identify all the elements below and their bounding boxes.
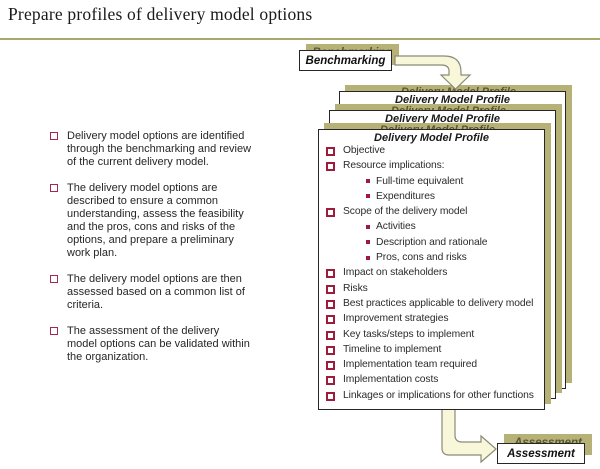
profile-card-item: Risks [319, 283, 544, 298]
hollow-square-bullet-icon [326, 208, 335, 218]
title-divider [0, 38, 600, 40]
profile-card-title: Delivery Model Profile [374, 132, 489, 144]
hollow-square-bullet-icon [326, 330, 335, 340]
left-bullet-3: The delivery model options are then asse… [50, 273, 300, 312]
hollow-square-bullet-icon [326, 162, 335, 172]
hollow-square-bullet-icon [326, 391, 335, 401]
profile-card-item-text: Impact on stakeholders [343, 267, 448, 279]
profile-card-item: Resource implications: [319, 160, 544, 175]
profile-card-item: Objective [319, 145, 544, 160]
hollow-square-bullet-icon [50, 184, 58, 192]
profile-card-item: Linkages or implications for other funct… [319, 390, 544, 405]
profile-card-item: Key tasks/steps to implement [319, 329, 544, 344]
profile-card-item-text: Best practices applicable to delivery mo… [343, 297, 534, 309]
profile-card-item-text: Expenditures [376, 190, 435, 202]
hollow-square-bullet-icon [50, 132, 58, 140]
profile-card-item-text: Key tasks/steps to implement [343, 328, 475, 340]
hollow-square-bullet-icon [50, 275, 58, 283]
hollow-square-bullet-icon [326, 315, 335, 325]
profile-card-item: Timeline to implement [319, 344, 544, 359]
profile-card-item: Implementation costs [319, 374, 544, 389]
small-square-bullet-icon [366, 240, 370, 245]
hollow-square-bullet-icon [326, 147, 335, 156]
profile-card-item-text: Timeline to implement [343, 343, 442, 355]
profile-card-item: Best practices applicable to delivery mo… [319, 298, 544, 313]
left-bullet-text: The assessment of the delivery model opt… [67, 325, 250, 363]
left-bullet-panel: Delivery model options are identified th… [50, 130, 300, 377]
hollow-square-bullet-icon [326, 376, 335, 386]
left-bullet-2: The delivery model options are described… [50, 182, 300, 260]
profile-card-item: Implementation team required [319, 359, 544, 374]
profile-card-item: Improvement strategies [319, 313, 544, 328]
assessment-label: Assessment [507, 447, 575, 460]
profile-card-item-text: Linkages or implications for other funct… [343, 389, 534, 401]
page-title: Prepare profiles of delivery model optio… [8, 4, 313, 24]
profile-card-item-text: Implementation costs [343, 374, 439, 386]
profile-card-title: Delivery Model Profile [395, 94, 510, 106]
profile-card-item-text: Objective [343, 145, 386, 156]
hollow-square-bullet-icon [326, 299, 335, 309]
left-bullet-text: The delivery model options are then asse… [67, 273, 245, 311]
small-square-bullet-icon [366, 255, 370, 260]
small-square-bullet-icon [366, 224, 370, 229]
profile-card-item: Description and rationale [319, 237, 544, 252]
hollow-square-bullet-icon [326, 269, 335, 279]
hollow-square-bullet-icon [326, 361, 335, 371]
profile-card-item-text: Scope of the delivery model [343, 206, 468, 218]
benchmarking-box: Benchmarking [299, 50, 392, 71]
profile-card-item: Pros, cons and risks [319, 252, 544, 267]
benchmarking-label: Benchmarking [305, 54, 386, 67]
profile-card-item-text: Implementation team required [343, 359, 477, 371]
profile-card-item: Full-time equivalent [319, 176, 544, 191]
small-square-bullet-icon [366, 194, 370, 199]
profile-card-item-text: Risks [343, 282, 368, 294]
profile-card-item-text: Resource implications: [343, 160, 445, 172]
assessment-box: Assessment [497, 443, 585, 464]
hollow-square-bullet-icon [50, 327, 58, 335]
profile-card-title: Delivery Model Profile [385, 113, 500, 125]
profile-card-item-text: Activities [376, 221, 416, 233]
profile-card-item: Impact on stakeholders [319, 267, 544, 282]
profile-card-item: Activities [319, 221, 544, 236]
profile-card-item-text: Full-time equivalent [376, 175, 464, 187]
hollow-square-bullet-icon [326, 284, 335, 294]
profile-card-item-text: Pros, cons and risks [376, 252, 467, 264]
profile-card-item: Scope of the delivery model [319, 206, 544, 221]
left-bullet-text: Delivery model options are identified th… [67, 130, 252, 168]
hollow-square-bullet-icon [326, 345, 335, 355]
profile-card-item-text: Description and rationale [376, 236, 488, 248]
left-bullet-text: The delivery model options are described… [67, 182, 244, 259]
left-bullet-4: The assessment of the delivery model opt… [50, 325, 300, 364]
profile-card-item-text: Improvement strategies [343, 313, 449, 325]
left-bullet-1: Delivery model options are identified th… [50, 130, 300, 169]
profile-card-item: Expenditures [319, 191, 544, 206]
small-square-bullet-icon [366, 179, 370, 184]
